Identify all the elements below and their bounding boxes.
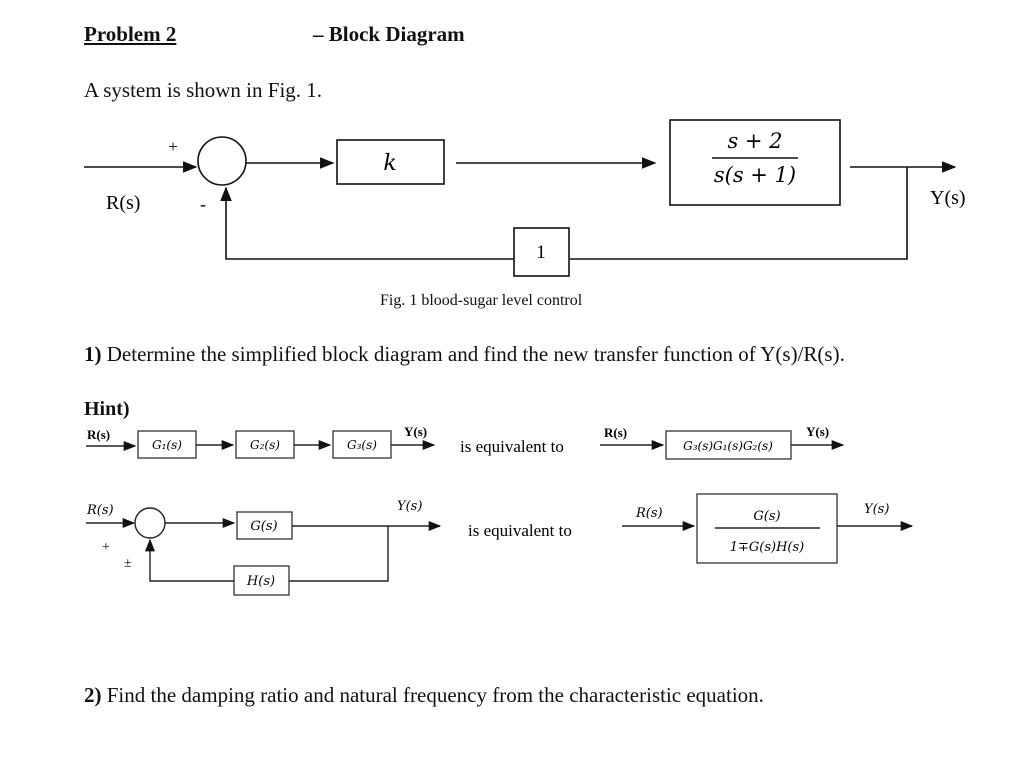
feedback-input-label: R(s): [86, 503, 114, 518]
series-eq-output-label: Y(s): [806, 424, 829, 439]
intro-text: A system is shown in Fig. 1.: [84, 78, 323, 102]
feedback-eq-input-label: R(s): [635, 506, 663, 521]
input-label: R(s): [106, 192, 140, 214]
plant-denominator: s(s + 1): [714, 163, 796, 187]
series-equiv-text: is equivalent to: [460, 437, 564, 456]
feedback-eq-numerator: G(s): [753, 509, 780, 524]
hint-feedback-diagram: R(s) G(s) Y(s) H(s) + ± is equivalent to…: [86, 493, 914, 596]
question-2: 2) Find the damping ratio and natural fr…: [84, 683, 764, 708]
figure-caption: Fig. 1 blood-sugar level control: [380, 292, 583, 309]
feedback-block-label: 1: [536, 242, 546, 263]
summing-plus-sign: +: [168, 137, 178, 156]
h-block-label: H(s): [246, 574, 275, 589]
series-output-label: Y(s): [404, 424, 427, 439]
hint-series-diagram: R(s) G₁(s) G₂(s) G₃(s) Y(s) is equivalen…: [86, 424, 845, 460]
feedback-block: [513, 227, 570, 277]
feedback-loop-path: [289, 526, 389, 582]
feedback-equiv-text: is equivalent to: [468, 521, 572, 540]
feedback-summing-junction: [134, 507, 166, 539]
summing-junction: [197, 136, 247, 186]
feedback-path: [570, 167, 908, 260]
question-1-number: 1): [84, 342, 102, 366]
hint-label: Hint): [84, 398, 130, 420]
series-eq-input-label: R(s): [604, 425, 627, 440]
plant-block: [669, 119, 841, 206]
series-input-label: R(s): [87, 427, 110, 442]
g3-block: [332, 430, 392, 459]
feedback-plusminus-sign: ±: [124, 556, 132, 571]
output-label: Y(s): [930, 187, 966, 209]
question-1-text: Determine the simplified block diagram a…: [101, 342, 845, 366]
question-2-text: Find the damping ratio and natural frequ…: [101, 683, 764, 707]
plant-numerator: s + 2: [727, 129, 782, 153]
feedback-return-path: [144, 538, 234, 582]
figure-1: k s + 2 s(s + 1) 1 + - R(s) Y(s): [84, 119, 966, 277]
g-block: [236, 511, 293, 540]
feedback-eq-output-label: Y(s): [864, 502, 889, 517]
summing-minus-sign: -: [200, 194, 206, 214]
g3-label: G₃(s): [347, 438, 377, 452]
feedback-return-line: [220, 186, 514, 260]
problem-title: – Block Diagram: [313, 22, 465, 46]
feedback-eq-denominator: 1∓G(s)H(s): [730, 540, 805, 555]
feedback-plus-sign: +: [102, 540, 110, 555]
g1-label: G₁(s): [152, 438, 182, 452]
series-eq-block-label: G₃(s)G₁(s)G₂(s): [683, 439, 773, 453]
h-block: [233, 565, 290, 596]
g2-label: G₂(s): [250, 438, 280, 452]
question-2-number: 2): [84, 683, 102, 707]
question-1: 1) Determine the simplified block diagra…: [84, 342, 845, 367]
feedback-output-label: Y(s): [397, 499, 422, 514]
problem-label: Problem 2: [84, 22, 177, 46]
gain-block: [336, 139, 445, 185]
gain-block-label: k: [383, 151, 396, 176]
g-block-label: G(s): [250, 519, 277, 534]
